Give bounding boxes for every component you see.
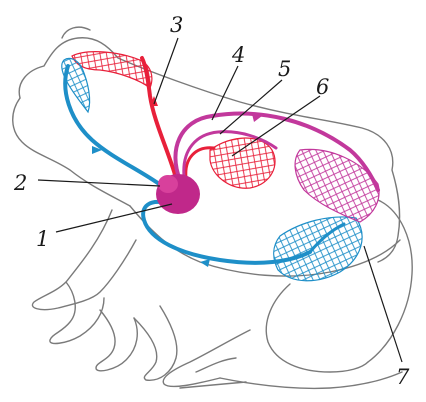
label-3: 3	[170, 13, 183, 37]
label-2: 2	[13, 171, 27, 195]
body-venous-net	[274, 217, 362, 281]
leader-1	[56, 204, 172, 232]
label-4: 4	[231, 43, 245, 67]
leader-3	[154, 38, 178, 104]
lung-capillary-net	[210, 138, 275, 188]
label-6: 6	[316, 75, 329, 99]
label-1: 1	[36, 227, 49, 251]
leader-5	[220, 80, 282, 134]
arterial-vessel-head	[142, 58, 176, 178]
body-mixed-net	[295, 149, 379, 222]
label-7: 7	[396, 365, 410, 389]
leader-2	[38, 180, 160, 186]
leader-7	[364, 246, 402, 362]
label-5: 5	[278, 57, 291, 81]
heart-atrium	[158, 175, 178, 193]
